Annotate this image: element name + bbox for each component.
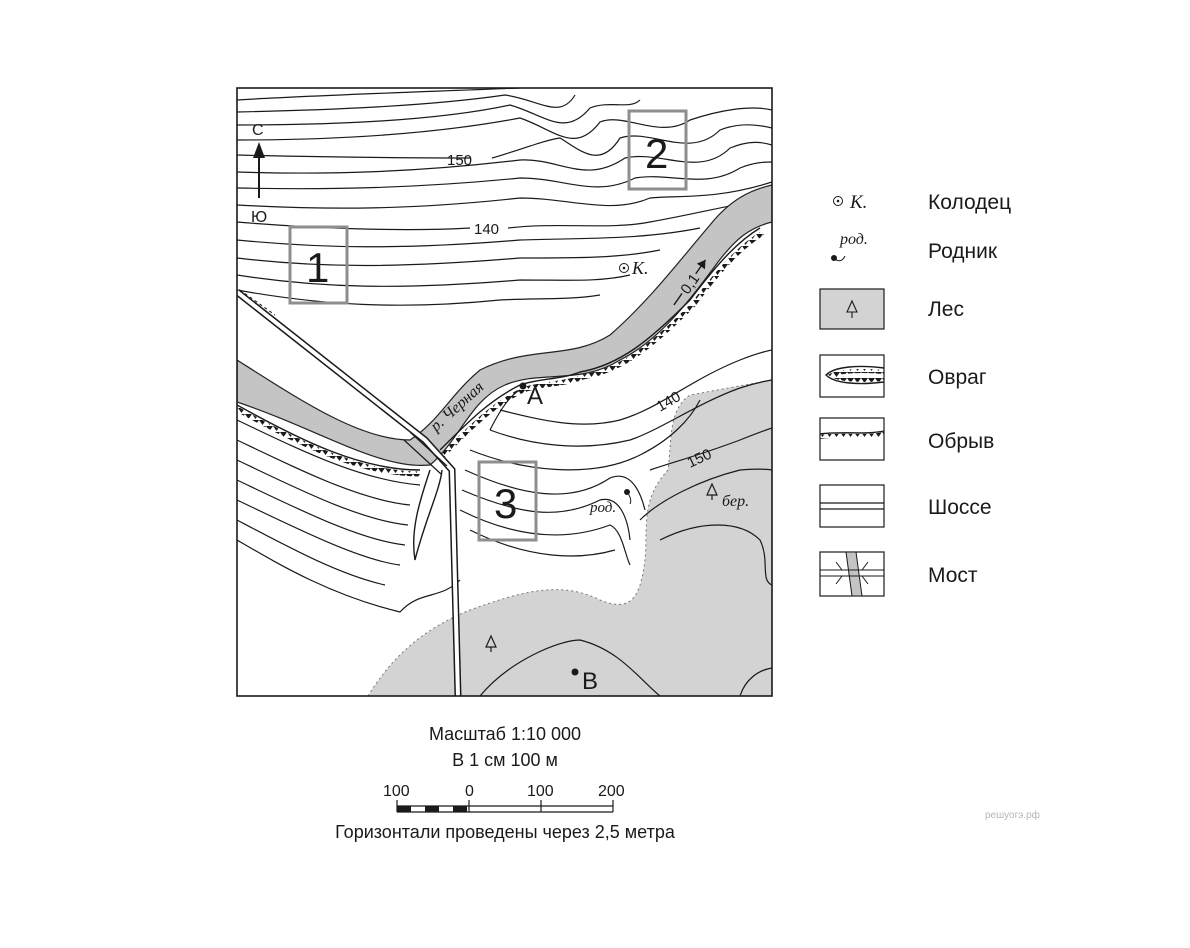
scale-subtitle: В 1 см 100 м	[452, 750, 558, 770]
tree-icon	[485, 634, 497, 652]
legend-label-cliff: Обрыв	[928, 430, 995, 453]
well-label: К.	[631, 258, 648, 278]
spring-label: род.	[589, 500, 616, 516]
forest-type-label: бер.	[722, 493, 749, 510]
well-icon	[619, 263, 629, 273]
contour-interval-note: Горизонтали проведены через 2,5 метра	[335, 822, 675, 842]
watermark: решуогэ.рф	[985, 810, 1040, 821]
legend-bridge-symbol	[819, 551, 885, 597]
legend-label-bridge: Мост	[928, 564, 978, 587]
point-a-label: А	[527, 383, 543, 410]
legend-well-text: К.	[849, 192, 867, 213]
legend-label-well: Колодец	[928, 191, 1012, 214]
contour-label-140-north: 140	[474, 221, 499, 238]
scale-tick-0: 0	[465, 783, 474, 800]
legend-label-forest: Лес	[928, 298, 964, 321]
point-b-label: В	[582, 668, 598, 695]
river-chernaya	[237, 184, 772, 467]
square-3	[477, 460, 538, 542]
contour-label-150-north: 150	[447, 152, 472, 169]
point-b-marker	[571, 668, 579, 676]
north-arrow	[253, 142, 265, 198]
north-label: С	[252, 122, 264, 139]
scale-tick-100: 100	[527, 783, 554, 800]
south-label: Ю	[251, 209, 267, 226]
legend-highway-symbol	[819, 484, 885, 528]
legend-spring-symbol: род.	[831, 231, 868, 262]
scale-bar: 100 0 100 200	[383, 783, 625, 813]
legend-spring-text: род.	[839, 231, 868, 248]
tree-icon	[706, 482, 718, 500]
map-frame	[236, 87, 773, 697]
highway	[237, 289, 462, 696]
scale-title: Масштаб 1:10 000	[428, 724, 582, 744]
point-a-marker	[519, 382, 527, 390]
forest-area	[367, 379, 772, 696]
square-2	[627, 109, 688, 191]
square-3-label: 3	[494, 480, 517, 527]
contour-lines	[237, 88, 772, 306]
square-1-label: 1	[306, 244, 329, 291]
square-1	[288, 225, 349, 305]
legend-cliff-symbol	[819, 417, 885, 461]
legend-forest-symbol	[819, 288, 885, 330]
square-2-label: 2	[645, 130, 668, 177]
scale-tick-200: 200	[598, 783, 625, 800]
legend-label-ravine: Овраг	[928, 366, 987, 389]
legend-label-highway: Шоссе	[928, 496, 992, 519]
legend-label-spring: Родник	[928, 240, 998, 263]
legend-well-symbol: К.	[833, 192, 867, 213]
spring-icon	[624, 489, 632, 505]
bridge	[403, 431, 448, 475]
ravine-and-cliff-lines	[237, 227, 765, 561]
legend-ravine-symbol	[819, 354, 885, 398]
scale-tick-100-left: 100	[383, 783, 410, 800]
